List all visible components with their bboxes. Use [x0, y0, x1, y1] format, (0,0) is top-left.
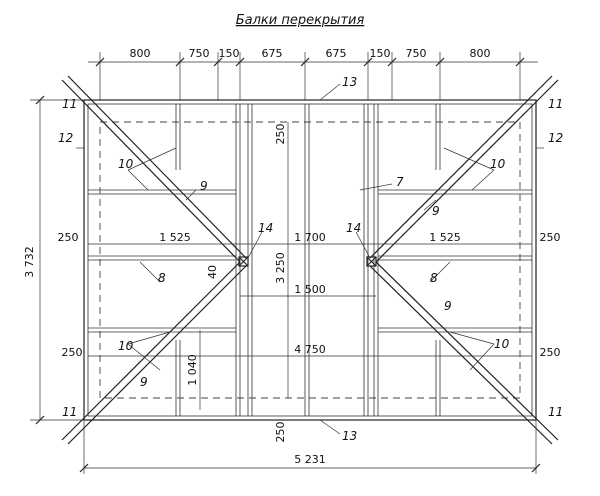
label-14-left: 14 [258, 221, 273, 235]
label-10-top-right: 10 [490, 157, 506, 171]
dim-250-right-low: 250 [540, 346, 561, 359]
vertical-beams [175, 104, 441, 416]
label-9-bottom-right: 9 [444, 299, 452, 313]
label-13-top: 13 [342, 75, 357, 89]
label-11-bottom-left: 11 [62, 405, 77, 419]
dim-3250: 3 250 [274, 252, 287, 284]
dim-1525-right: 1 525 [429, 231, 461, 244]
dim-top-750-right: 750 [406, 47, 427, 60]
internal-dimensions [79, 122, 541, 474]
diagonal-beams [61, 75, 559, 445]
dim-250-left-mid: 250 [58, 231, 79, 244]
dim-4750: 4 750 [294, 343, 326, 356]
leader-lines [76, 83, 544, 435]
dim-1700: 1 700 [294, 231, 326, 244]
dim-top-675-left: 675 [262, 47, 283, 60]
label-11-top-right: 11 [548, 97, 563, 111]
dim-1040: 1 040 [186, 354, 199, 386]
label-11-bottom-right: 11 [548, 405, 563, 419]
label-10-top-left: 10 [118, 157, 134, 171]
dim-top-150-right: 150 [370, 47, 391, 60]
label-10-bottom-left: 10 [118, 339, 134, 353]
label-11-top-left: 11 [62, 97, 77, 111]
dim-250-bottom-center: 250 [274, 422, 287, 443]
dim-bottom-total: 5 231 [294, 453, 326, 466]
dim-top-800-right: 800 [470, 47, 491, 60]
dim-1525-left: 1 525 [159, 231, 191, 244]
dim-1500: 1 500 [294, 283, 326, 296]
dim-40: 40 [206, 265, 219, 279]
drawing-title: Балки перекрытия [236, 13, 365, 28]
label-9-top-left: 9 [200, 179, 208, 193]
horizontal-beams [88, 189, 532, 333]
dim-250-top-center: 250 [274, 124, 287, 145]
label-8-left: 8 [158, 271, 166, 285]
label-10-bottom-right: 10 [494, 337, 510, 351]
post-left [238, 256, 249, 267]
label-12-right: 12 [548, 131, 563, 145]
dim-left-total: 3 732 [23, 246, 36, 278]
dim-top-675-right: 675 [326, 47, 347, 60]
label-14-right: 14 [346, 221, 361, 235]
dim-top-150-left: 150 [219, 47, 240, 60]
label-8-right: 8 [430, 271, 438, 285]
label-13-bottom: 13 [342, 429, 357, 443]
dim-top-750-left: 750 [189, 47, 210, 60]
label-7: 7 [396, 175, 404, 189]
label-9-top-right: 9 [432, 204, 440, 218]
post-right [366, 256, 377, 267]
top-dimension-chain: 800 750 150 675 675 150 750 800 [88, 47, 538, 100]
dim-250-right-mid: 250 [540, 231, 561, 244]
dim-top-800-left: 800 [130, 47, 151, 60]
dim-250-left-low: 250 [62, 346, 83, 359]
label-12-left: 12 [58, 131, 73, 145]
outer-frame [83, 99, 537, 421]
label-9-bottom-left: 9 [140, 375, 148, 389]
